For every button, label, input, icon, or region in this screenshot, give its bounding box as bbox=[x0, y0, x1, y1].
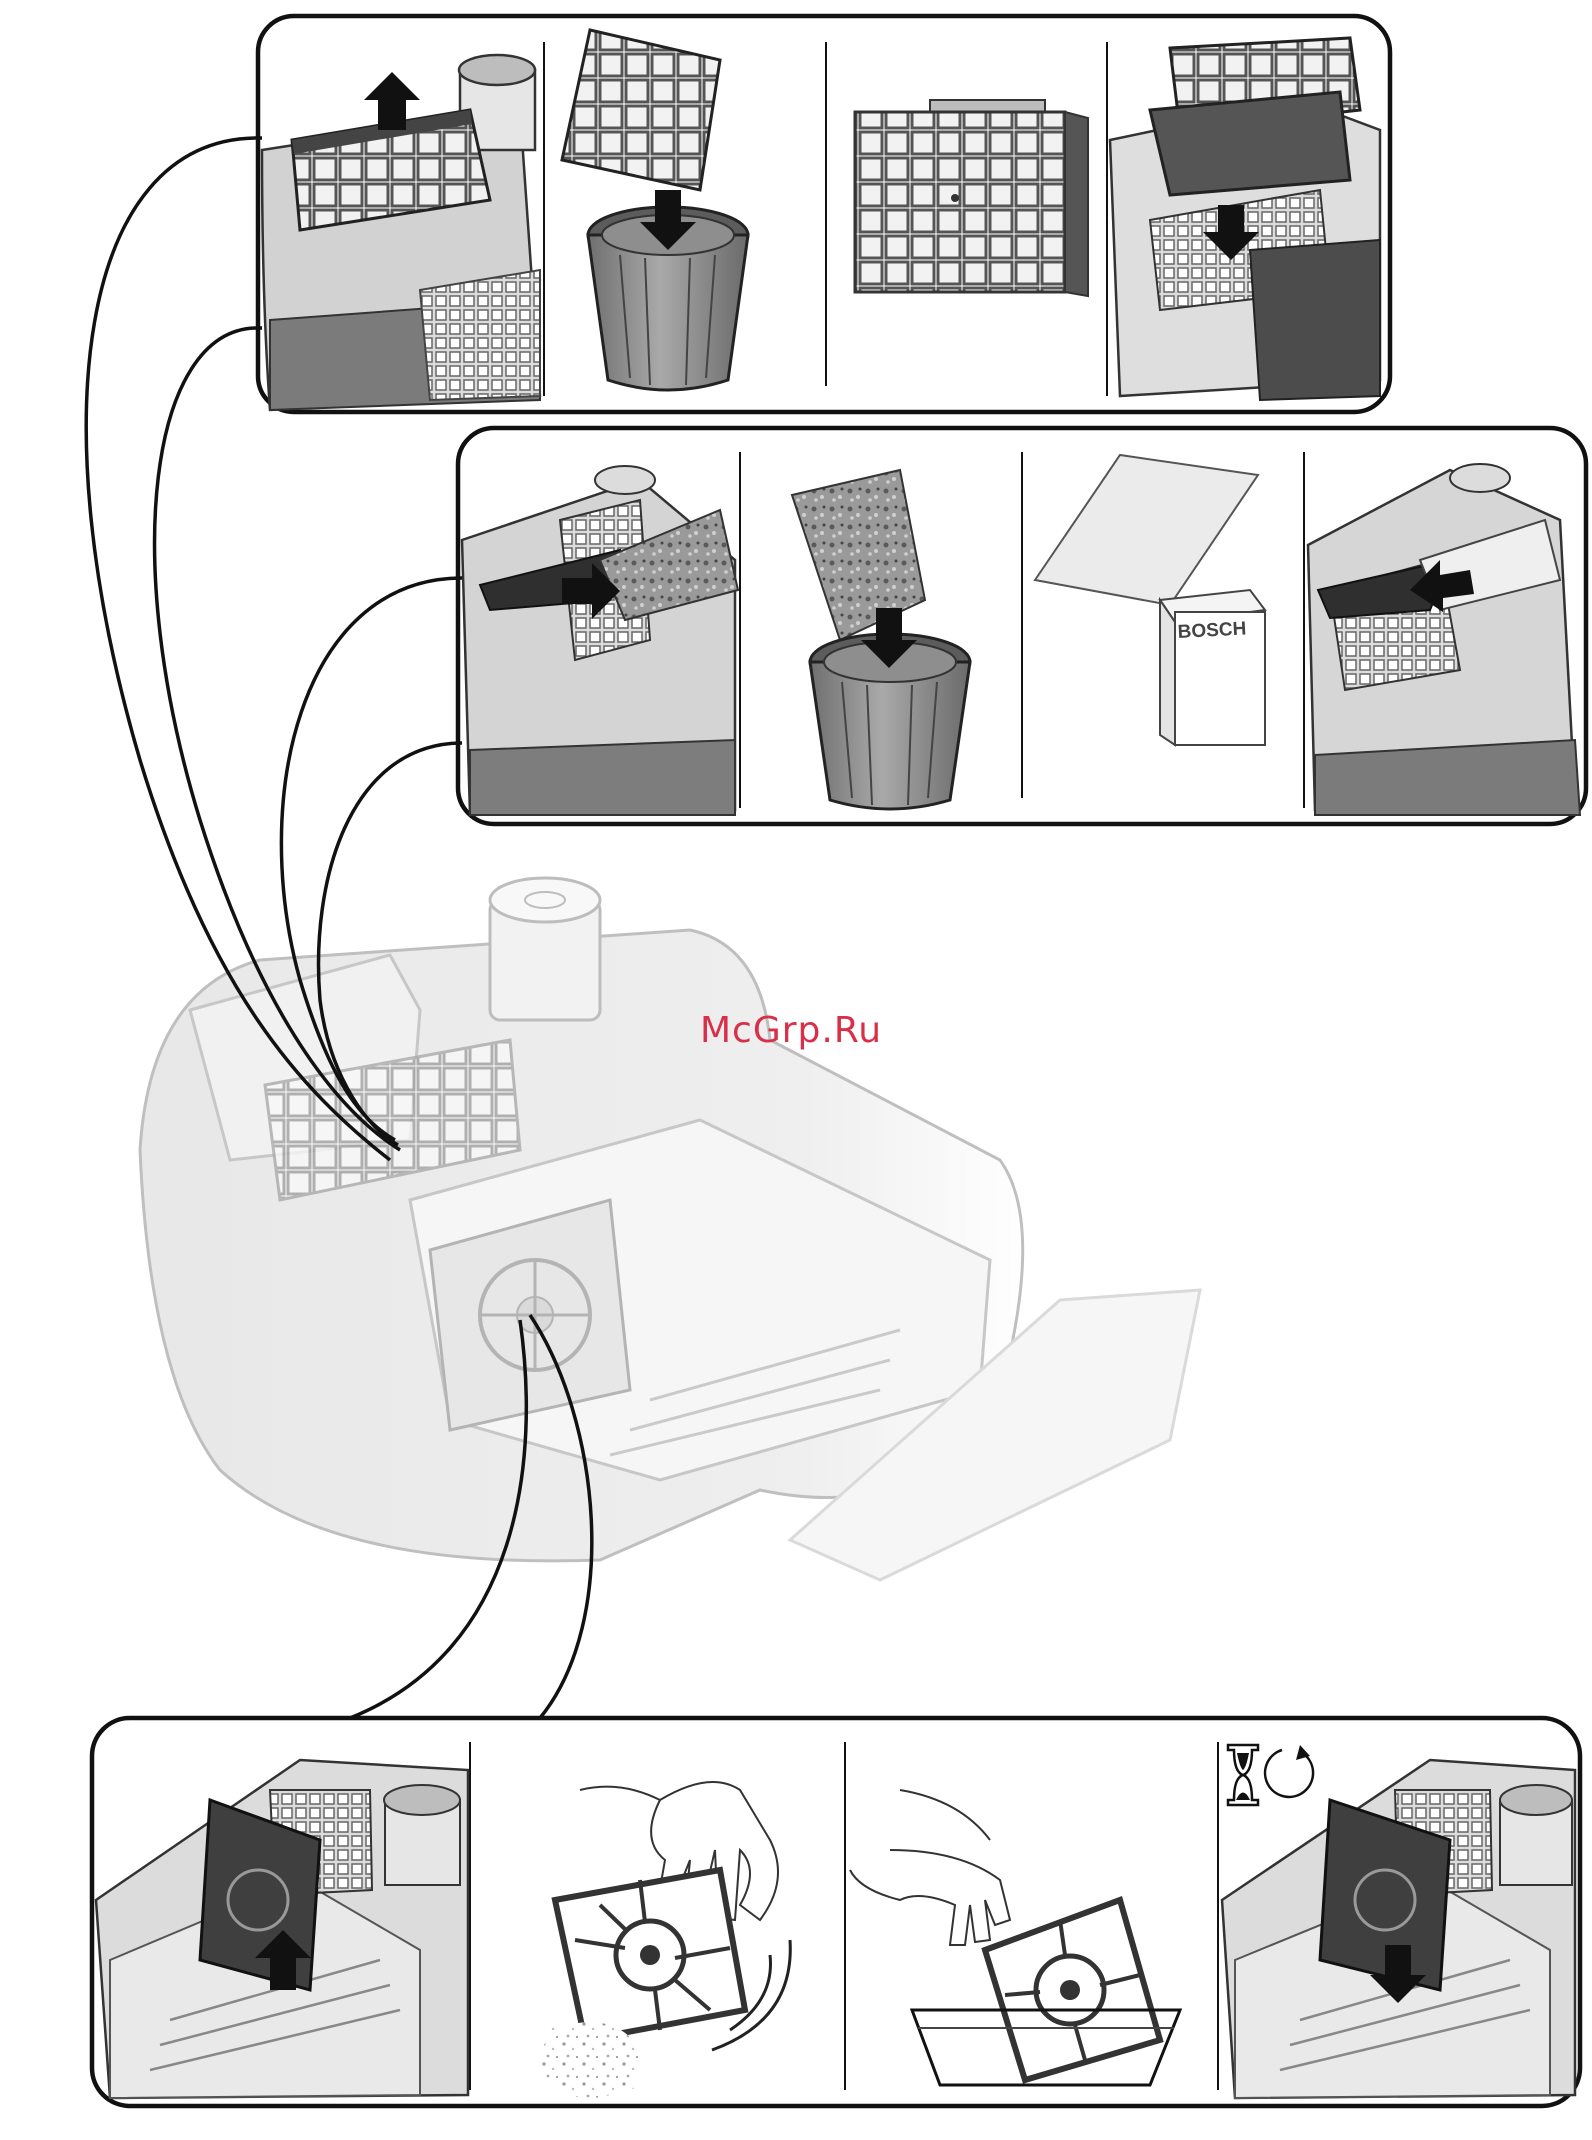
micro-filter-panel: BOSCH bbox=[458, 428, 1586, 824]
exhaust-filter-panel bbox=[258, 16, 1390, 412]
vacuum-cleaner-body bbox=[140, 878, 1200, 1580]
motor-cylinder bbox=[490, 878, 600, 1020]
motor-filter-panel bbox=[92, 1718, 1580, 2106]
box-brand-label: BOSCH bbox=[1177, 618, 1247, 643]
filter-box: BOSCH bbox=[1160, 590, 1265, 745]
step-new-exhaust-filter bbox=[855, 100, 1088, 296]
watermark: McGrp.Ru bbox=[700, 1010, 882, 1051]
